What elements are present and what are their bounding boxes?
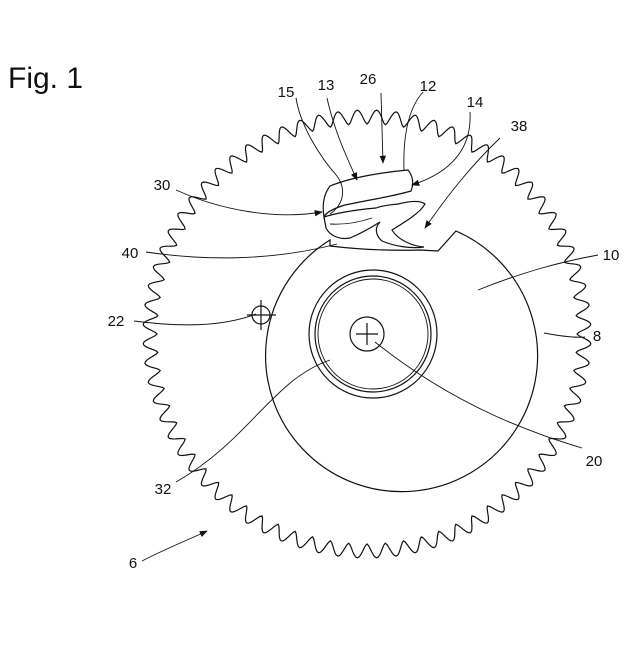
cam-disk: [266, 231, 538, 492]
spring-arm-edge: [330, 218, 372, 224]
pawl-12: [323, 170, 412, 217]
leader-32: [176, 360, 330, 482]
leader-6: [142, 531, 207, 561]
leader-13: [327, 98, 357, 180]
label-26: 26: [360, 71, 377, 88]
label-30: 30: [154, 177, 171, 194]
leader-12: [404, 92, 423, 170]
label-6: 6: [129, 555, 137, 572]
label-12: 12: [420, 78, 437, 95]
leader-20: [375, 342, 582, 448]
leader-10: [478, 255, 598, 290]
leader-14: [412, 112, 470, 185]
leader-30: [176, 190, 322, 215]
leader-22: [134, 314, 256, 325]
label-8: 8: [593, 328, 601, 345]
label-22: 22: [108, 313, 125, 330]
label-38: 38: [511, 118, 528, 135]
label-20: 20: [586, 453, 603, 470]
label-13: 13: [318, 77, 335, 94]
label-40: 40: [122, 245, 139, 262]
label-14: 14: [467, 94, 484, 111]
figure-title: Fig. 1: [8, 62, 83, 96]
leader-26: [381, 93, 383, 163]
label-32: 32: [155, 481, 172, 498]
label-15: 15: [278, 84, 295, 101]
label-10: 10: [603, 247, 620, 264]
